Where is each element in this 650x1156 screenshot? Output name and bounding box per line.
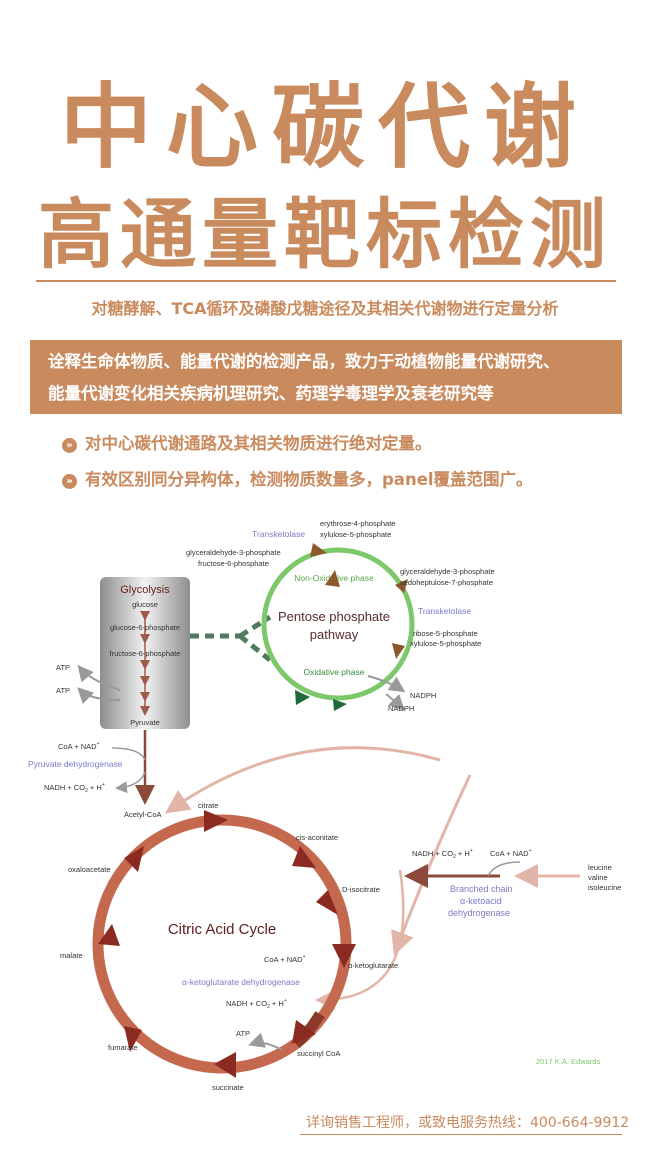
d-isocitrate-label: D-isocitrate <box>342 885 380 894</box>
alpha-ketoglutarate-label: α-ketoglutarate <box>348 961 398 970</box>
cis-aconitate-label: cis-aconitate <box>296 833 338 842</box>
ppp-cycle <box>261 547 415 701</box>
glyceraldehyde-3-phosphate-right-label: glyceraldehyde-3-phosphate <box>400 567 495 576</box>
page-subtitle: 对糖酵解、TCA循环及磷酸戊糖途径及其相关代谢物进行定量分析 <box>91 299 559 318</box>
leucine-label: leucine <box>588 863 612 872</box>
intro-line-2: 能量代谢变化相关疾病机理研究、药理学毒理学及衰老研究等 <box>48 384 494 403</box>
ppp-arrowheads <box>295 543 408 711</box>
pdh-products-label: NADH + CO2 + H+ <box>44 782 105 794</box>
footer-underline <box>300 1134 622 1135</box>
sedoheptulose-7-phosphate-label: sedoheptulose-7-phosphate <box>400 578 493 587</box>
akg-dehydrogenase-label: α-ketoglutarate dehydrogenase <box>182 977 300 987</box>
ribose-5-phosphate-label: ribose-5-phosphate <box>413 629 478 638</box>
tca-atp-arrow <box>248 1032 283 1051</box>
atp-label-2: ATP <box>56 686 70 695</box>
branched-chain-label: Branched chain <box>450 884 513 894</box>
oxaloacetate-label: oxaloacetate <box>68 865 111 874</box>
ppp-title-line1: Pentose phosphate <box>278 609 390 624</box>
ppp-connector-upper <box>238 614 272 639</box>
oxidative-phase-label: Oxidative phase <box>304 667 365 677</box>
ppp-connector-lower <box>238 634 272 662</box>
glucose-label: glucose <box>132 600 158 609</box>
double-chevron-icon: » <box>62 438 77 453</box>
transketolase-right-label: Transketolase <box>418 606 471 616</box>
glycolysis-arrows <box>140 611 150 716</box>
pdh-output-arrow <box>115 771 146 794</box>
pyruvate-dehydrogenase-label: Pyruvate dehydrogenase <box>28 759 123 769</box>
pyruvate-label: Pyruvate <box>130 718 160 727</box>
succinate-label: succinate <box>212 1083 244 1092</box>
xylulose-5-phosphate-top-label: xylulose-5-phosphate <box>320 530 391 539</box>
glycolysis-title: Glycolysis <box>120 584 170 596</box>
nadph-arrow-2 <box>385 693 405 711</box>
bcaa-coa-nad-label: CoA + NAD+ <box>490 848 532 858</box>
akg-products-label: NADH + CO2 + H+ <box>226 998 287 1010</box>
bullet-text-1: 对中心碳代谢通路及其相关物质进行绝对定量。 <box>85 434 432 453</box>
bcaa-cofactor-arrow <box>487 861 521 877</box>
bullet-text-2: 有效区别同分异构体，检测物质数量多，panel覆盖范围广。 <box>85 470 533 489</box>
intro-line-1: 诠释生命体物质、能量代谢的检测产品，致力于动植物能量代谢研究、 <box>48 352 560 371</box>
xylulose-5-phosphate-right-label: xylulose-5-phosphate <box>410 639 481 648</box>
citrate-label: citrate <box>198 801 218 810</box>
valine-label: valine <box>588 873 608 882</box>
nadph-arrow-1 <box>367 675 406 693</box>
bullet-item-1: » 对中心碳代谢通路及其相关物质进行绝对定量。 <box>62 430 622 454</box>
bullet-item-2: » 有效区别同分异构体，检测物质数量多，panel覆盖范围广。 <box>62 466 622 490</box>
atp-label-1: ATP <box>56 663 70 672</box>
nadph-label-1: NADPH <box>410 691 436 700</box>
isoleucine-label: isoleucine <box>588 883 621 892</box>
erythrose-4-phosphate-label: erythrose-4-phosphate <box>320 519 395 528</box>
intro-band <box>30 340 622 414</box>
credit-label: 2017 K.A. Edwards <box>536 1057 600 1066</box>
ppp-title-line2: pathway <box>310 627 359 642</box>
atp-arrow-2 <box>77 687 121 705</box>
page-title-line2: 高通量靶标检测 <box>38 190 612 279</box>
inner-right-arrow <box>315 869 405 1010</box>
acetyl-coa-label: Acetyl-CoA <box>124 810 162 819</box>
malate-label: malate <box>60 951 83 960</box>
tca-title: Citric Acid Cycle <box>168 921 276 938</box>
bcaa-nadh-co2-label: NADH + CO2 + H+ <box>412 848 473 860</box>
atp-arrow-1 <box>77 664 121 691</box>
alpha-ketoacid-label: α-ketoacid <box>460 896 502 906</box>
dehydrogenase-label: dehydrogenase <box>448 908 510 918</box>
title-divider <box>36 280 616 282</box>
nadph-label-2: NADPH <box>388 704 414 713</box>
transketolase-top-label: Transketolase <box>252 529 305 539</box>
double-chevron-icon: » <box>62 474 77 489</box>
outer-return-arrow <box>165 746 441 814</box>
pdh-coa-nad-label: CoA + NAD+ <box>58 741 100 751</box>
fructose-6-phosphate-ppp-label: fructose-6-phosphate <box>198 559 269 568</box>
outer-right-arrow <box>391 774 472 956</box>
succinyl-coa-label: succinyl CoA <box>297 1049 340 1058</box>
akg-coa-nad-label: CoA + NAD+ <box>264 954 306 964</box>
tca-atp-label: ATP <box>236 1029 250 1038</box>
pdh-input-arrow <box>111 747 146 761</box>
tca-arrowheads <box>98 810 356 1078</box>
contact-hotline: 详询销售工程师，或致电服务热线：400-664-9912 <box>306 1115 630 1131</box>
fumarate-label: fumarate <box>108 1043 138 1052</box>
page-title-line1: 中心碳代谢 <box>59 74 590 181</box>
glyceraldehyde-3-phosphate-left-label: glyceraldehyde-3-phosphate <box>186 548 281 557</box>
